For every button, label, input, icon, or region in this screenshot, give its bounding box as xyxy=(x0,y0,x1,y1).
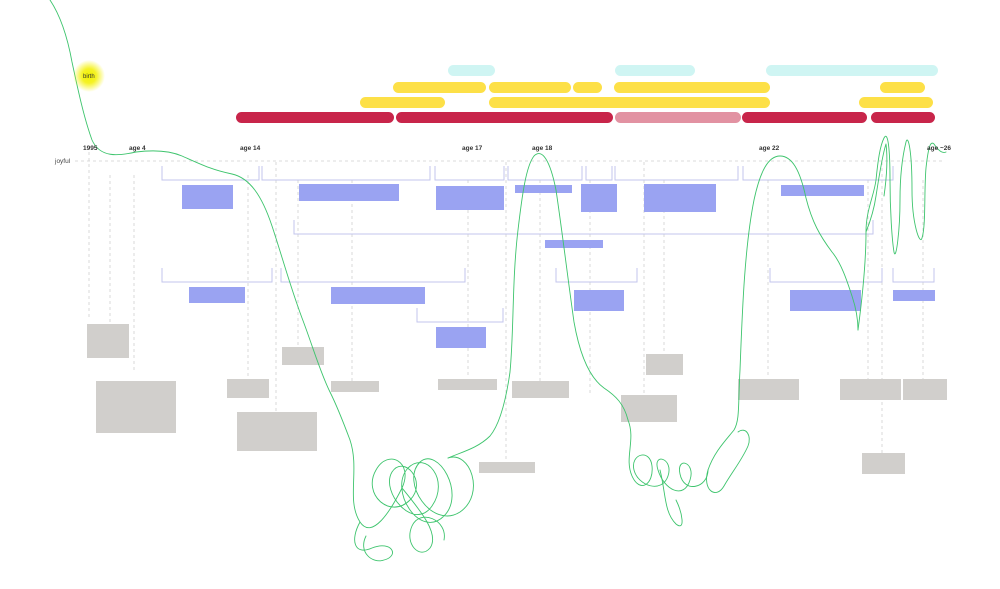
note-block xyxy=(96,381,176,433)
note-block xyxy=(862,453,905,474)
event-block xyxy=(436,186,504,210)
phase-bar xyxy=(615,112,741,123)
bracket xyxy=(293,220,874,235)
bracket xyxy=(614,166,739,181)
emotion-line-segment xyxy=(401,487,445,553)
phase-bar xyxy=(742,112,867,123)
note-block xyxy=(646,354,683,375)
note-block xyxy=(840,379,901,400)
event-block xyxy=(644,184,716,212)
phase-bar xyxy=(615,65,695,76)
emotion-line-segment xyxy=(349,439,474,529)
bracket xyxy=(555,268,638,283)
event-block xyxy=(574,290,624,311)
emotion-line-segment xyxy=(627,419,709,492)
bracket xyxy=(742,166,894,181)
bracket xyxy=(261,166,431,181)
age-label-26: age ~26 xyxy=(927,145,951,152)
note-block xyxy=(438,379,497,390)
note-block xyxy=(621,395,677,422)
note-block xyxy=(227,379,269,398)
age-label-17: age 17 xyxy=(462,145,483,152)
phase-bar xyxy=(573,82,602,93)
phase-bars xyxy=(236,65,938,123)
emotion-line-segment xyxy=(707,155,859,471)
bracket xyxy=(161,268,273,283)
note-block xyxy=(282,347,324,365)
mood-label: joyful xyxy=(54,158,71,165)
note-block xyxy=(331,381,379,392)
emotion-line-segment xyxy=(659,469,683,527)
event-block xyxy=(581,184,617,212)
phase-bar xyxy=(880,82,925,93)
event-block xyxy=(182,185,233,209)
event-block xyxy=(781,185,864,196)
phase-bar xyxy=(489,82,571,93)
birth-marker: birth xyxy=(73,60,105,92)
event-block xyxy=(331,287,425,304)
bracket xyxy=(892,268,935,283)
bracket xyxy=(507,166,583,181)
age-label-18: age 18 xyxy=(532,145,553,152)
emotion-line-segment xyxy=(857,135,947,331)
age-labels: 1995 age 4 age 14 age 17 age 18 age 22 a… xyxy=(83,145,951,152)
phase-bar xyxy=(448,65,495,76)
note-blocks xyxy=(87,324,947,474)
glow-dot-icon xyxy=(73,60,105,92)
emotion-line-segment xyxy=(865,143,888,233)
age-label-1995: 1995 xyxy=(83,145,98,152)
event-block xyxy=(189,287,245,303)
event-block xyxy=(436,327,486,348)
emotion-line-segment xyxy=(49,0,351,441)
bracket xyxy=(769,268,883,283)
event-block xyxy=(299,184,399,201)
note-block xyxy=(903,379,947,400)
emotion-line-segment xyxy=(447,153,629,459)
phase-bar xyxy=(360,97,445,108)
emotion-line-segment xyxy=(354,521,393,562)
event-block xyxy=(515,185,572,193)
bracket xyxy=(434,166,505,181)
age-guide-lines xyxy=(88,152,924,465)
event-blocks xyxy=(182,184,935,348)
phase-bar xyxy=(489,97,770,108)
note-block xyxy=(512,381,569,398)
bracket xyxy=(280,268,466,283)
emotion-line xyxy=(49,0,947,562)
phase-bar xyxy=(859,97,933,108)
note-block xyxy=(738,379,799,400)
phase-bar xyxy=(396,112,613,123)
bracket xyxy=(161,166,260,181)
age-label-4: age 4 xyxy=(129,145,146,152)
event-block xyxy=(893,290,935,301)
phase-bar xyxy=(871,112,935,123)
event-block xyxy=(790,290,861,311)
emotion-line-segment xyxy=(706,429,750,493)
age-label-14: age 14 xyxy=(240,145,261,152)
period-brackets xyxy=(161,166,935,323)
phase-bar xyxy=(614,82,770,93)
phase-bar xyxy=(236,112,394,123)
note-block xyxy=(479,462,535,473)
phase-bar xyxy=(393,82,486,93)
note-block xyxy=(87,324,129,358)
bracket xyxy=(416,308,504,323)
birth-label: birth xyxy=(83,74,95,80)
note-block xyxy=(237,412,317,451)
event-block xyxy=(545,240,603,248)
age-label-22: age 22 xyxy=(759,145,780,152)
phase-bar xyxy=(766,65,938,76)
bracket xyxy=(585,166,613,181)
